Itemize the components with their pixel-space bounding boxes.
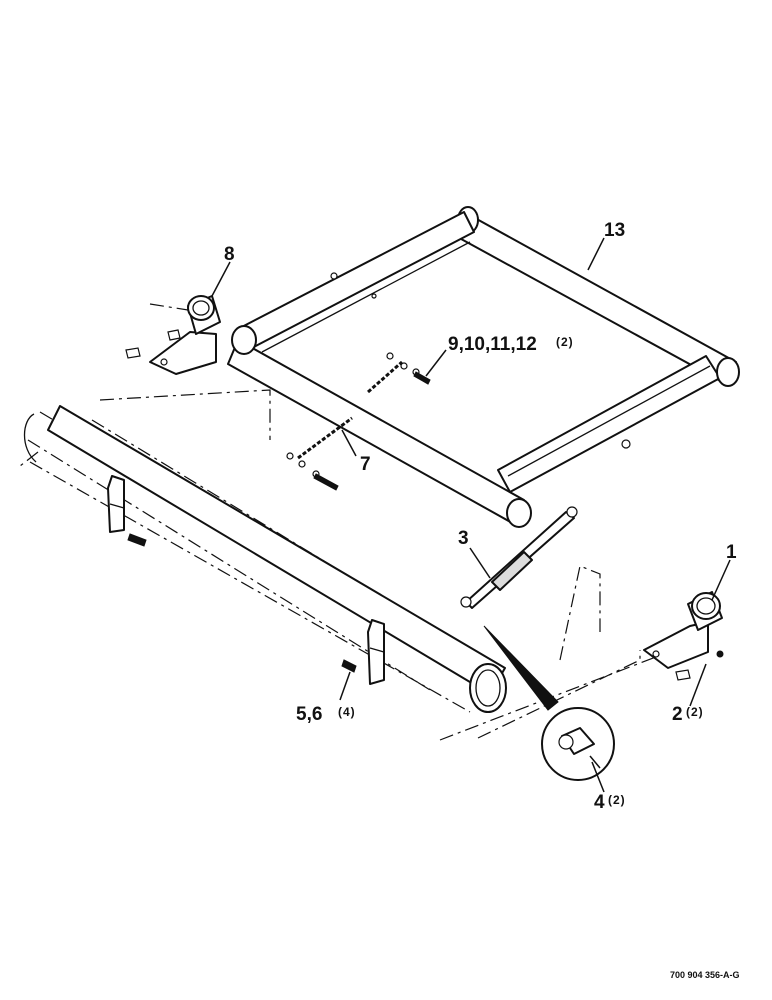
chain-upper — [367, 360, 403, 394]
hardware — [127, 272, 631, 673]
callout-labels: 13 8 9,10,11,12 (2) 7 3 1 5,6 (4) 2 (2) … — [224, 220, 737, 813]
pivot-bracket-left — [125, 295, 221, 375]
callout-8: 8 — [224, 244, 235, 265]
tube-bracket-right — [367, 619, 385, 685]
callout-9-10-11-12-qty: (2) — [556, 335, 574, 349]
tube-bracket-left — [107, 475, 125, 533]
pivot-bracket-right — [643, 591, 724, 681]
document-id: 700 904 356-A-G — [670, 970, 740, 980]
chain-lower — [297, 416, 353, 460]
callout-2-qty: (2) — [686, 705, 704, 719]
roll-tube — [47, 405, 507, 713]
frame-assembly — [227, 206, 740, 528]
callout-4: 4 — [594, 792, 605, 813]
callout-7: 7 — [360, 454, 371, 475]
gas-spring — [460, 506, 578, 609]
ball-joint-detail — [483, 625, 615, 781]
callout-5-6: 5,6 — [296, 704, 322, 725]
callout-4-qty: (2) — [608, 793, 626, 807]
callout-9-10-11-12: 9,10,11,12 — [448, 334, 537, 355]
callout-3: 3 — [458, 528, 469, 549]
callout-5-6-qty: (4) — [338, 705, 356, 719]
callout-1: 1 — [726, 542, 737, 563]
callout-13: 13 — [604, 220, 625, 241]
leader-lines — [211, 237, 731, 793]
callout-2: 2 — [672, 704, 683, 725]
